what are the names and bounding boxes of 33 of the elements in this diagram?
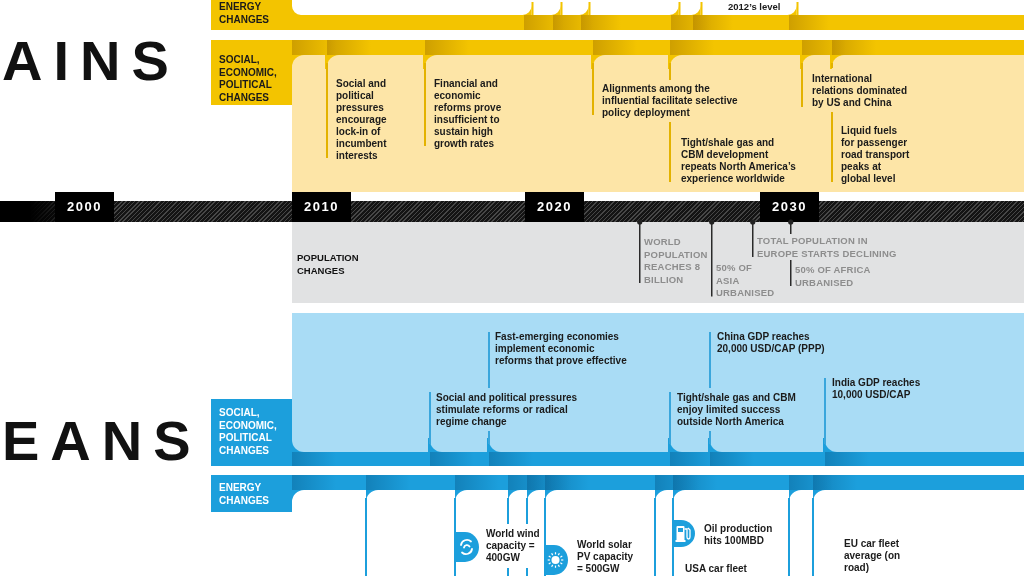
- event-text: Financial and economic reforms prove insufficient to sustain high growth rates: [434, 78, 503, 150]
- year-marker: 2010: [292, 192, 351, 222]
- year-marker: 2000: [55, 192, 114, 222]
- event-text: World wind capacity = 400GW: [486, 528, 541, 564]
- event-text: Tight/shale gas and CBM enjoy limited success outside North America: [677, 392, 797, 428]
- event-text: 2012’s level: [728, 1, 782, 13]
- leader-line: [750, 219, 756, 258]
- band-heading: SOCIAL, ECONOMIC, POLITICAL CHANGES: [219, 407, 278, 457]
- leader-line: [637, 219, 643, 284]
- band-heading: ENERGY CHANGES: [219, 482, 270, 507]
- event-text: Oil production hits 100MBD: [704, 523, 774, 547]
- leader-line: [788, 219, 794, 287]
- event-text: Alignments among the influential facilitate selective policy deployment: [602, 83, 738, 119]
- event-text: Social and political pressures stimulate reforms or radical regime change: [436, 392, 579, 428]
- event-text: Tight/shale gas and CBM development repeats North America’s experience worldwide: [681, 137, 797, 185]
- event-text: India GDP reaches 10,000 USD/CAP: [832, 377, 922, 401]
- event-text: EU car fleet average (on road): [844, 538, 902, 574]
- year-marker: 2030: [760, 192, 819, 222]
- band-heading: ENERGY CHANGES: [219, 1, 270, 26]
- event-text: International relations dominated by US and China: [812, 73, 908, 109]
- event-text: USA car fleet: [685, 563, 748, 575]
- year-marker: 2020: [525, 192, 584, 222]
- band-heading: SOCIAL, ECONOMIC, POLITICAL CHANGES: [219, 54, 278, 104]
- leader-line: [709, 219, 715, 298]
- event-text: Fast-emerging economies implement economic reforms that prove effective: [495, 331, 628, 367]
- event-text: China GDP reaches 20,000 USD/CAP (PPP): [717, 331, 826, 355]
- section-title: AINS: [2, 33, 180, 89]
- event-text: World solar PV capacity = 500GW: [577, 539, 635, 575]
- event-text: Liquid fuels for passenger road transport peaks at global level: [841, 125, 911, 185]
- section-title: EANS: [2, 413, 202, 469]
- event-text: Social and political pressures encourage lock-in of incumbent interests: [336, 78, 388, 162]
- band-heading: POPULATION CHANGES: [297, 252, 360, 277]
- timeline-band: [292, 222, 1024, 303]
